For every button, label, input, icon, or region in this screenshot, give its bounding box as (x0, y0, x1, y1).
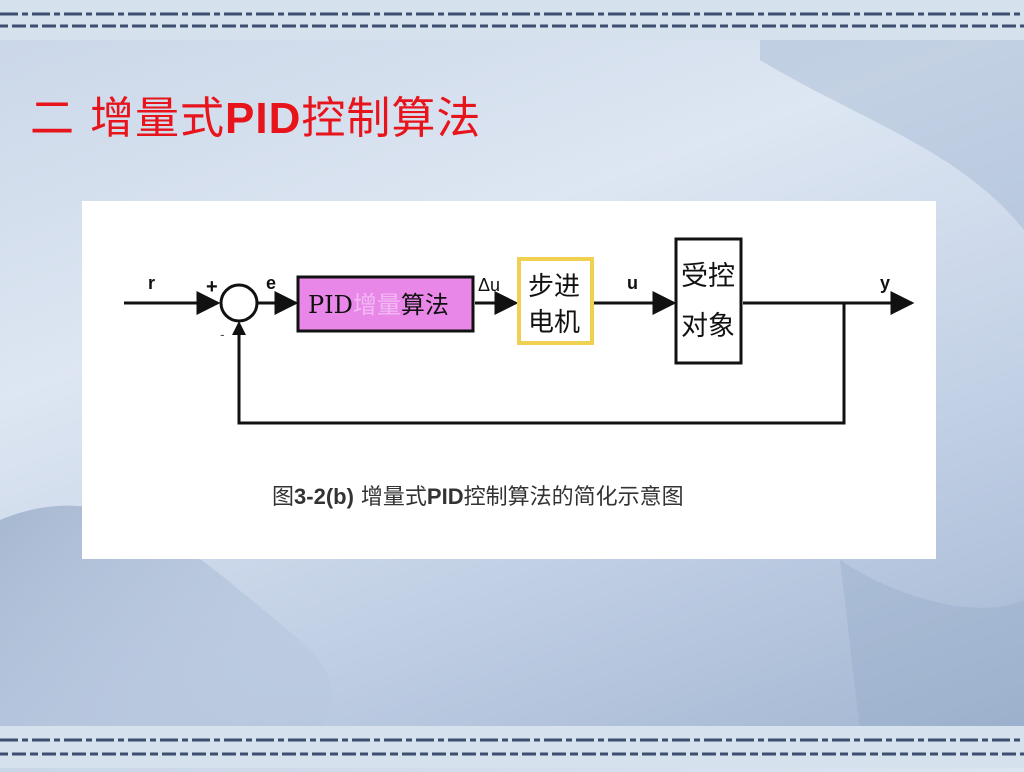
label-delta-u: Δu (478, 275, 500, 295)
summing-junction (219, 283, 259, 323)
figure-caption: 图3-2(b) 增量式PID控制算法的简化示意图 (82, 479, 936, 511)
pid-algorithm-block (296, 275, 475, 333)
sum-plus-sign: + (206, 276, 218, 298)
figure-panel: r + - e PID增量算法 Δu 步进 电机 u 受控 对象 y 图3-2(… (82, 201, 936, 559)
label-u: u (627, 273, 638, 293)
caption-text-b: 控制算法的简化示意图 (463, 485, 684, 510)
motor-label-line1: 步进 (528, 272, 580, 302)
stepper-motor-block (517, 257, 594, 345)
sum-minus-sign: - (220, 326, 225, 342)
block-diagram: r + - e PID增量算法 Δu 步进 电机 u 受控 对象 y (124, 237, 915, 425)
feedback-path (237, 303, 846, 425)
caption-pid: PID (426, 484, 464, 509)
plant-label-line2: 对象 (681, 311, 735, 342)
plant-label-line1: 受控 (681, 261, 735, 292)
caption-text-a: 增量式 (353, 485, 427, 510)
controlled-object-block (674, 237, 743, 365)
slide-title-suffix: 控制算法 (301, 93, 482, 144)
label-y: y (880, 273, 890, 293)
top-border-band (0, 0, 1024, 40)
pid-block-suffix: 算法 (401, 291, 449, 319)
slide-title: 二 增量式PID控制算法 (30, 82, 481, 146)
slide-title-prefix: 二 增量式 (30, 93, 225, 144)
label-r: r (148, 273, 155, 293)
caption-prefix: 图 (272, 485, 295, 510)
pid-block-prefix: PID (308, 291, 353, 319)
label-e: e (266, 273, 276, 293)
motor-label-line2: 电机 (528, 308, 580, 338)
bottom-border-band (0, 726, 1024, 768)
slide-title-pid: PID (225, 94, 302, 143)
feedback-arrowhead (232, 321, 246, 335)
pid-block-faded: 增量 (353, 291, 401, 319)
caption-number: 3-2(b) (294, 484, 354, 509)
pid-block-label: PID增量算法 (308, 291, 449, 319)
